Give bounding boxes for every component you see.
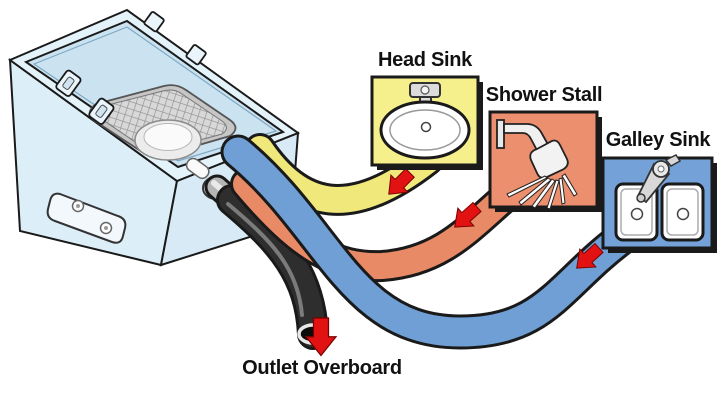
head-sink-box [370,75,483,170]
hose-outlet-overboard [216,184,329,350]
rim-tab [143,11,165,33]
head-sink-icon [379,82,471,160]
flow-arrow-galley [576,242,604,269]
tank-drain-dome [134,119,202,161]
flow-arrow-shower [454,201,482,228]
rim-clip [88,97,115,125]
galley-sink-box [601,154,717,253]
galley-sink-icon [614,154,705,242]
flow-arrow-head-sink [388,168,415,195]
shower-stall-box [488,110,602,212]
galley-sink-label: Galley Sink [605,129,711,151]
head-sink-label: Head Sink [378,49,472,71]
shower-stall-label: Shower Stall [485,84,603,106]
mounting-flange [46,192,127,244]
vent-nub [185,157,210,180]
flow-arrow-outlet [304,317,338,357]
sump-tank [7,8,301,267]
hose-galley-sink [220,134,640,350]
rim-clip [55,69,82,97]
rim-tab [185,44,207,66]
outlet-overboard-label: Outlet Overboard [242,357,402,379]
shower-head-icon [496,119,578,210]
